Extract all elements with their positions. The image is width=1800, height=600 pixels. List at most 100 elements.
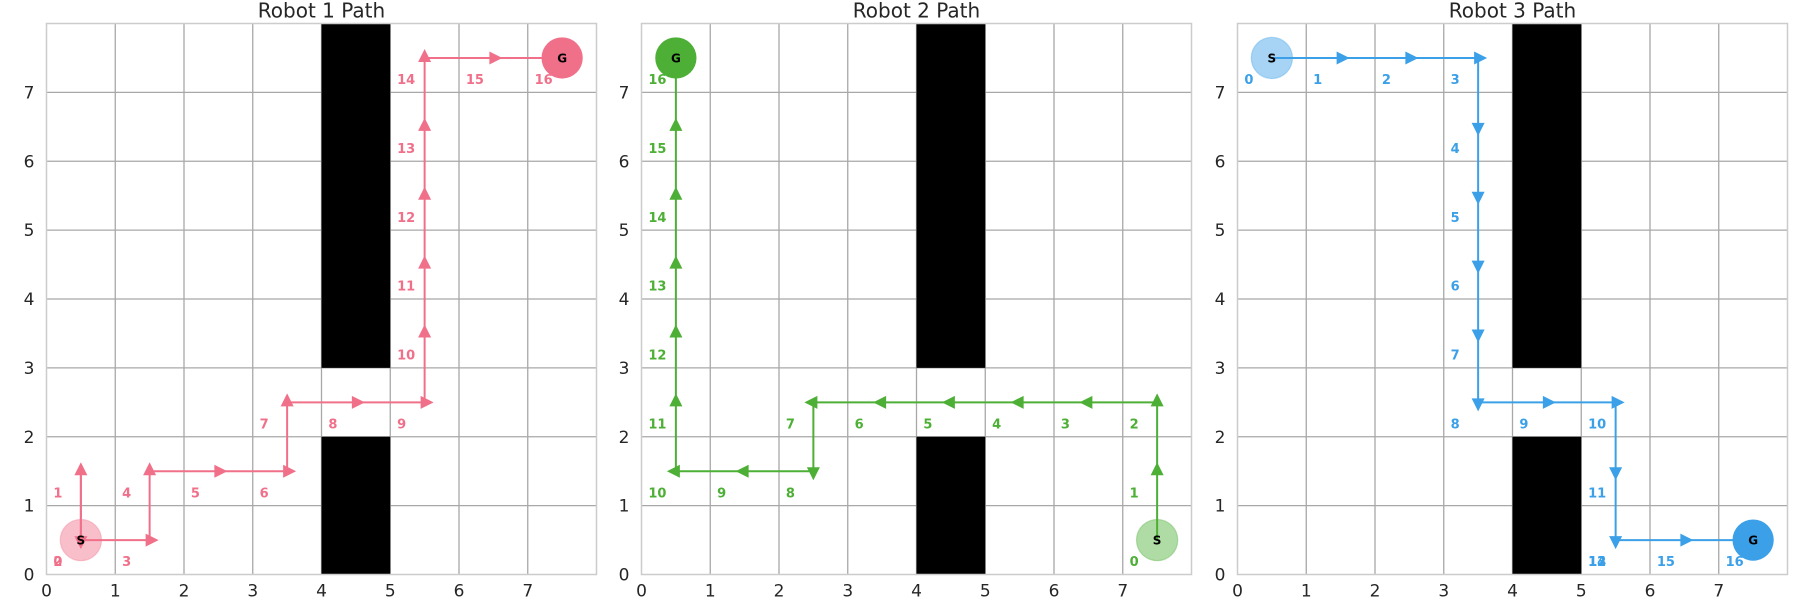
step-label: 1 bbox=[1130, 486, 1139, 501]
step-label: 7 bbox=[1451, 349, 1460, 364]
step-label: 5 bbox=[191, 486, 200, 501]
y-tick-label: 7 bbox=[619, 83, 630, 103]
x-tick-label: 5 bbox=[980, 582, 991, 600]
step-label: 9 bbox=[1519, 417, 1528, 432]
start-marker-label: S bbox=[77, 534, 86, 548]
step-label: 5 bbox=[1451, 211, 1460, 226]
y-tick-label: 0 bbox=[24, 566, 35, 586]
x-tick-label: 3 bbox=[247, 582, 258, 600]
y-tick-label: 6 bbox=[1215, 152, 1226, 172]
y-tick-label: 2 bbox=[24, 428, 35, 448]
x-tick-label: 4 bbox=[911, 582, 922, 600]
y-tick-label: 5 bbox=[1215, 221, 1226, 241]
step-label: 6 bbox=[1451, 280, 1460, 295]
goal-marker bbox=[1732, 519, 1774, 561]
step-label: 10 bbox=[1588, 417, 1606, 432]
y-tick-label: 5 bbox=[619, 221, 630, 241]
step-label: 1 bbox=[53, 486, 62, 501]
x-tick-label: 5 bbox=[1576, 582, 1587, 600]
y-tick-label: 3 bbox=[24, 359, 35, 379]
step-label: 16 bbox=[535, 73, 553, 88]
goal-marker-label: G bbox=[1748, 534, 1758, 548]
step-label: 15 bbox=[1657, 555, 1675, 570]
step-label: 1 bbox=[1313, 73, 1322, 88]
y-tick-label: 2 bbox=[1215, 428, 1226, 448]
step-label: 2 bbox=[1130, 417, 1139, 432]
chart-title: Robot 2 Path bbox=[853, 0, 980, 23]
obstacle-block bbox=[1512, 23, 1582, 368]
step-label: 16 bbox=[1726, 555, 1744, 570]
step-label: 16 bbox=[648, 73, 666, 88]
step-label: 11 bbox=[397, 280, 415, 295]
obstacle-block bbox=[916, 23, 986, 368]
step-label: 14 bbox=[648, 211, 666, 226]
step-label: 9 bbox=[397, 417, 406, 432]
x-tick-label: 3 bbox=[842, 582, 853, 600]
goal-marker bbox=[541, 37, 583, 79]
plot-frame bbox=[640, 22, 1193, 576]
y-tick-label: 7 bbox=[1215, 83, 1226, 103]
step-label: 8 bbox=[328, 417, 337, 432]
obstacle-block bbox=[321, 23, 391, 368]
y-tick-label: 1 bbox=[24, 497, 35, 517]
obstacle-block bbox=[321, 436, 391, 575]
step-label: 12 bbox=[648, 349, 666, 364]
step-label: 12 bbox=[1588, 555, 1606, 570]
step-label: 8 bbox=[1451, 417, 1460, 432]
start-marker-label: S bbox=[1268, 51, 1277, 65]
step-label: 7 bbox=[786, 417, 795, 432]
step-label: 0 bbox=[1244, 73, 1253, 88]
x-tick-label: 0 bbox=[636, 582, 647, 600]
step-label: 12 bbox=[397, 211, 415, 226]
x-tick-label: 2 bbox=[1370, 582, 1381, 600]
y-tick-label: 0 bbox=[619, 566, 630, 586]
goal-marker bbox=[655, 37, 697, 79]
step-label: 2 bbox=[1382, 73, 1391, 88]
step-label: 15 bbox=[466, 73, 484, 88]
step-label: 11 bbox=[1588, 486, 1606, 501]
step-label: 0 bbox=[53, 555, 62, 570]
plot-frame bbox=[45, 22, 598, 576]
step-label: 3 bbox=[1451, 73, 1460, 88]
step-label: 13 bbox=[1588, 555, 1606, 570]
chart-title: Robot 1 Path bbox=[258, 0, 385, 23]
x-tick-label: 7 bbox=[1117, 582, 1128, 600]
x-tick-label: 1 bbox=[110, 582, 121, 600]
path-arrowhead bbox=[74, 462, 88, 476]
step-label: 4 bbox=[992, 417, 1001, 432]
y-tick-label: 5 bbox=[24, 221, 35, 241]
x-tick-label: 1 bbox=[705, 582, 716, 600]
x-tick-label: 3 bbox=[1438, 582, 1449, 600]
y-tick-label: 2 bbox=[619, 428, 630, 448]
step-label: 6 bbox=[855, 417, 864, 432]
x-tick-label: 7 bbox=[1713, 582, 1724, 600]
x-tick-label: 5 bbox=[385, 582, 396, 600]
step-label: 4 bbox=[122, 486, 131, 501]
obstacle-block bbox=[916, 436, 986, 575]
y-tick-label: 4 bbox=[1215, 290, 1226, 310]
step-label: 7 bbox=[260, 417, 269, 432]
y-tick-label: 1 bbox=[1215, 497, 1226, 517]
goal-marker-label: G bbox=[557, 51, 567, 65]
step-label: 3 bbox=[1061, 417, 1070, 432]
step-label: 2 bbox=[53, 555, 62, 570]
step-label: 0 bbox=[1130, 555, 1139, 570]
y-tick-label: 4 bbox=[619, 290, 630, 310]
step-label: 10 bbox=[648, 486, 666, 501]
step-label: 14 bbox=[397, 73, 415, 88]
goal-marker-label: G bbox=[671, 51, 681, 65]
step-label: 9 bbox=[717, 486, 726, 501]
x-tick-label: 6 bbox=[1049, 582, 1060, 600]
x-tick-label: 0 bbox=[1232, 582, 1243, 600]
y-tick-label: 6 bbox=[619, 152, 630, 172]
x-tick-label: 6 bbox=[1645, 582, 1656, 600]
x-tick-label: 0 bbox=[41, 582, 52, 600]
x-tick-label: 4 bbox=[316, 582, 327, 600]
x-tick-label: 4 bbox=[1507, 582, 1518, 600]
start-marker-label: S bbox=[1153, 534, 1162, 548]
step-label: 4 bbox=[1451, 142, 1460, 157]
